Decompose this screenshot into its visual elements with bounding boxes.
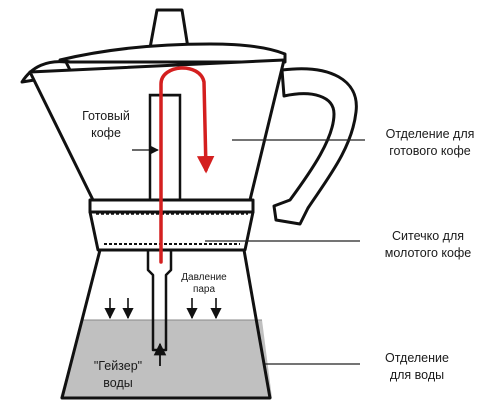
label-steam-pressure-line1: Давление xyxy=(181,272,227,283)
label-filter: Ситечко для молотого кофе xyxy=(362,228,494,262)
label-water-geyser-line2: воды xyxy=(103,376,133,390)
label-water-chamber: Отделение для воды xyxy=(362,350,472,384)
label-ready-coffee-line1: Готовый xyxy=(82,109,130,123)
label-ready-coffee-line2: кофе xyxy=(91,126,121,140)
label-water-chamber-line2: для воды xyxy=(389,368,445,382)
waist-band xyxy=(88,198,255,214)
label-coffee-chamber-line2: готового кофе xyxy=(389,144,471,158)
label-ready-coffee: Готовый кофе xyxy=(56,108,156,142)
water-chamber-fill xyxy=(60,320,272,398)
lower-chamber xyxy=(60,248,272,400)
lid-knob xyxy=(148,8,190,50)
lid xyxy=(58,42,287,64)
label-water-chamber-line1: Отделение xyxy=(385,351,449,365)
label-coffee-chamber-line1: Отделение для xyxy=(385,127,475,141)
label-filter-line2: молотого кофе xyxy=(384,246,472,260)
label-water-geyser: "Гейзер" воды xyxy=(82,358,154,392)
label-steam-pressure-line2: пара xyxy=(192,284,216,295)
pressure-arrows xyxy=(104,298,222,320)
label-filter-line1: Ситечко для xyxy=(391,229,465,243)
coffee-flow-path xyxy=(159,66,215,264)
label-coffee-chamber: Отделение для готового кофе xyxy=(366,126,494,160)
label-steam-pressure: Давление пара xyxy=(172,272,236,296)
handle xyxy=(272,67,358,226)
label-water-geyser-line1: "Гейзер" xyxy=(93,359,143,373)
